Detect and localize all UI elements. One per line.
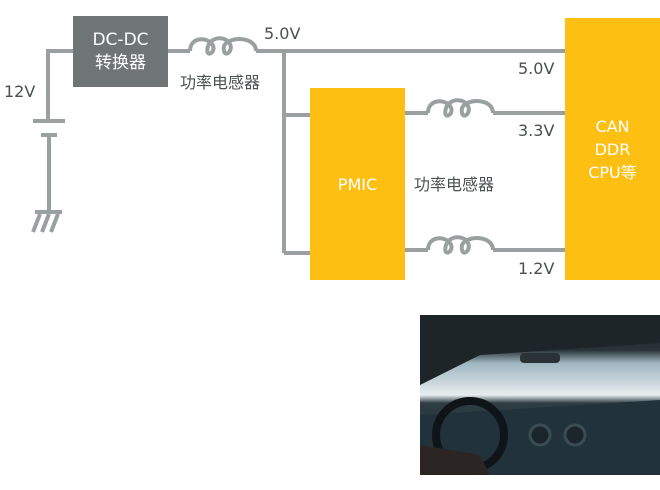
inductor-icon-3 [426, 235, 495, 255]
inductor-icon-2 [426, 98, 495, 118]
input-wire [46, 49, 73, 121]
car-interior-photo [420, 315, 660, 475]
dcdc-line1: DC-DC [92, 29, 149, 50]
inductor-label-2: 功率电感器 [414, 175, 495, 194]
rail-label-5v0: 5.0V [518, 59, 555, 78]
dcdc-converter-block: DC-DC 转换器 [73, 16, 168, 87]
rail-top-label: 5.0V [264, 24, 301, 43]
rail-label-3v3: 3.3V [518, 121, 555, 140]
inductor-icon-1 [188, 36, 258, 56]
load-line3: CPU等 [588, 162, 637, 182]
pmic-label: PMIC [337, 174, 378, 194]
load-block: CAN DDR CPU等 [565, 18, 660, 280]
dcdc-line2: 转换器 [95, 52, 146, 73]
load-line2: DDR [594, 139, 631, 159]
inductor-label-1: 功率电感器 [180, 73, 261, 92]
input-voltage-label: 12V [4, 82, 36, 101]
pmic-feed-wire [282, 51, 310, 255]
ground-icon [31, 210, 62, 233]
rail-label-1v2: 1.2V [518, 259, 555, 278]
load-line1: CAN [595, 116, 630, 136]
pmic-block: PMIC [310, 88, 405, 280]
